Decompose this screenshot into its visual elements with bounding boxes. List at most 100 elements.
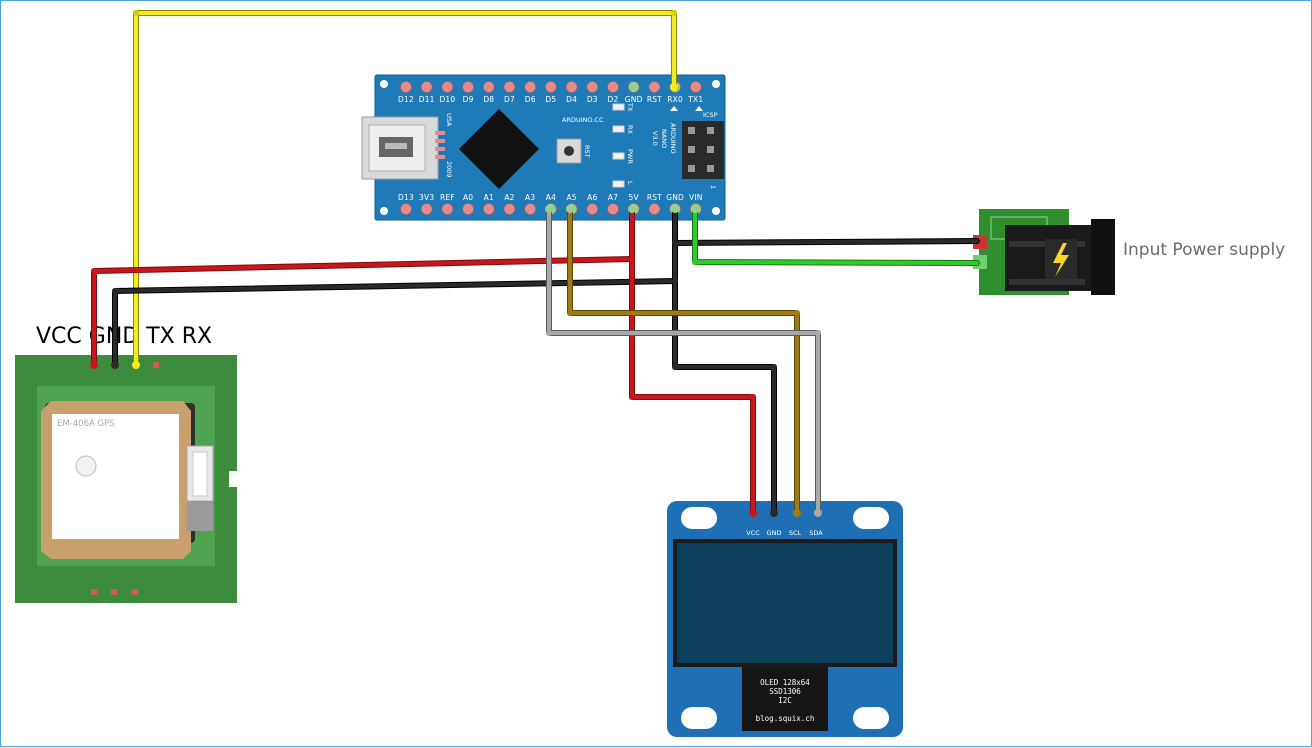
oled-pin-vcc: VCC — [746, 529, 760, 537]
bottom-pin-a3 — [524, 203, 537, 215]
bottom-pin-d13 — [400, 203, 412, 215]
year-text: 2009 — [445, 161, 453, 178]
bottom-pin-label: A6 — [587, 193, 597, 202]
microcontroller-chip — [459, 109, 539, 189]
led-label-l: L — [626, 181, 634, 185]
power-supply-label: Input Power supply — [1123, 240, 1285, 260]
top-pin-d8 — [482, 81, 495, 93]
bottom-pin-a1 — [482, 203, 495, 215]
gps-pin-labels: VCC GND TX RX — [36, 324, 212, 349]
reset-button[interactable] — [556, 138, 582, 164]
bottom-pin-label: A5 — [566, 193, 576, 202]
bottom-pin-label: VIN — [689, 193, 703, 202]
oled-info-line-2: SSD1306 — [769, 687, 801, 696]
oled-pin-scl: SCL — [789, 529, 802, 537]
wire-brown-scl — [567, 206, 800, 516]
wire-gray-sda — [546, 206, 821, 516]
top-pin-label: D6 — [525, 95, 536, 104]
bottom-pin-label: GND — [666, 193, 684, 202]
usb-connector — [361, 116, 439, 180]
bottom-pin-label: A4 — [546, 193, 556, 202]
bottom-pin-rst — [648, 203, 661, 215]
top-pin-d12 — [400, 81, 412, 93]
led-label-tx: TX — [626, 102, 634, 112]
arduino-nano-board: USA 2009 ARDUINO.CC RST TX RX PWR L ARDU… — [361, 74, 726, 221]
top-pin-gnd — [627, 81, 640, 93]
top-pin-d6 — [524, 81, 537, 93]
rx-arrow-icon — [670, 106, 678, 111]
top-pin-rst — [648, 81, 661, 93]
brand-text: ARDUINO.CC — [562, 116, 604, 124]
top-pin-header: D12 D11 D10 D9 D8 D7 D6 D5 D4 D3 D2 GND RST RX0 TX1 — [398, 81, 703, 104]
top-pin-label: D9 — [463, 95, 474, 104]
top-pin-label: D4 — [566, 95, 577, 104]
top-pin-tx1 — [689, 81, 702, 93]
bottom-pin-3v3 — [420, 203, 433, 215]
top-pin-d11 — [420, 81, 433, 93]
rst-label: RST — [583, 145, 591, 158]
bottom-pin-a7 — [607, 203, 619, 215]
gps-module: EM-406A GPS — [15, 355, 241, 603]
top-pin-d5 — [545, 81, 557, 93]
led-label-pwr: PWR — [626, 149, 634, 164]
bottom-pin-label: 5V — [629, 193, 640, 202]
oled-info-line-3: I2C — [778, 696, 792, 705]
bottom-pin-label: REF — [440, 193, 455, 202]
wire-endpoints — [90, 10, 822, 517]
bottom-pin-ref — [441, 203, 454, 215]
bottom-pin-label: A0 — [463, 193, 473, 202]
top-pin-d10 — [441, 81, 454, 93]
top-pin-label: RX0 — [667, 95, 683, 104]
top-pin-label: D3 — [587, 95, 598, 104]
bottom-pin-label: RST — [647, 193, 662, 202]
model-line-1: ARDUINO — [669, 123, 677, 154]
oled-display-module: OLED 128x64 SSD1306 I2C blog.squix.ch VC… — [667, 501, 903, 737]
bottom-pin-a0 — [462, 203, 474, 215]
tx-arrow-icon — [695, 106, 703, 111]
lightning-bolt-icon — [1053, 243, 1069, 277]
top-pin-label: TX1 — [687, 95, 703, 104]
top-pin-label: D2 — [608, 95, 619, 104]
bottom-pin-label: A2 — [504, 193, 514, 202]
status-leds — [612, 103, 625, 188]
top-pin-d2 — [607, 81, 619, 93]
power-jack-module — [973, 209, 1115, 295]
gps-antenna-label: EM-406A GPS — [57, 419, 115, 429]
bottom-pin-label: A7 — [608, 193, 618, 202]
oled-pin-sda: SDA — [809, 529, 823, 537]
led-label-rx: RX — [626, 125, 634, 135]
wire-black-gps-gnd — [112, 278, 678, 368]
bottom-pin-label: 3V3 — [419, 193, 434, 202]
bottom-pin-label: A1 — [484, 193, 494, 202]
oled-site-label: blog.squix.ch — [756, 714, 815, 723]
usa-text: USA — [445, 113, 453, 127]
top-pin-label: GND — [625, 95, 643, 104]
top-pin-label: D8 — [483, 95, 494, 104]
top-pin-label: D11 — [419, 95, 435, 104]
oled-screen — [677, 543, 893, 663]
top-pin-label: D5 — [545, 95, 556, 104]
icsp-header — [682, 121, 724, 179]
top-pin-label: D7 — [504, 95, 515, 104]
wire-green-power — [692, 206, 980, 266]
bottom-pin-a6 — [586, 203, 599, 215]
model-line-2: NANO — [660, 129, 668, 148]
top-pin-label: D10 — [439, 95, 455, 104]
bottom-pin-label: D13 — [398, 193, 414, 202]
bottom-pin-a2 — [503, 203, 516, 215]
icsp-label: ICSP — [703, 111, 718, 119]
oled-info-line-1: OLED 128x64 — [760, 678, 810, 687]
top-pin-d4 — [565, 81, 578, 93]
wire-black-oled-gnd — [672, 206, 777, 516]
top-pin-d7 — [503, 81, 516, 93]
oled-pin-gnd: GND — [767, 529, 782, 537]
top-pin-d3 — [586, 81, 599, 93]
top-pin-d9 — [462, 81, 474, 93]
top-pin-label: D12 — [398, 95, 414, 104]
model-line-3: V3.0 — [651, 131, 659, 146]
top-pin-label: RST — [647, 95, 662, 104]
bottom-pin-label: A3 — [525, 193, 535, 202]
icsp-pin-one: 1 — [709, 185, 717, 189]
